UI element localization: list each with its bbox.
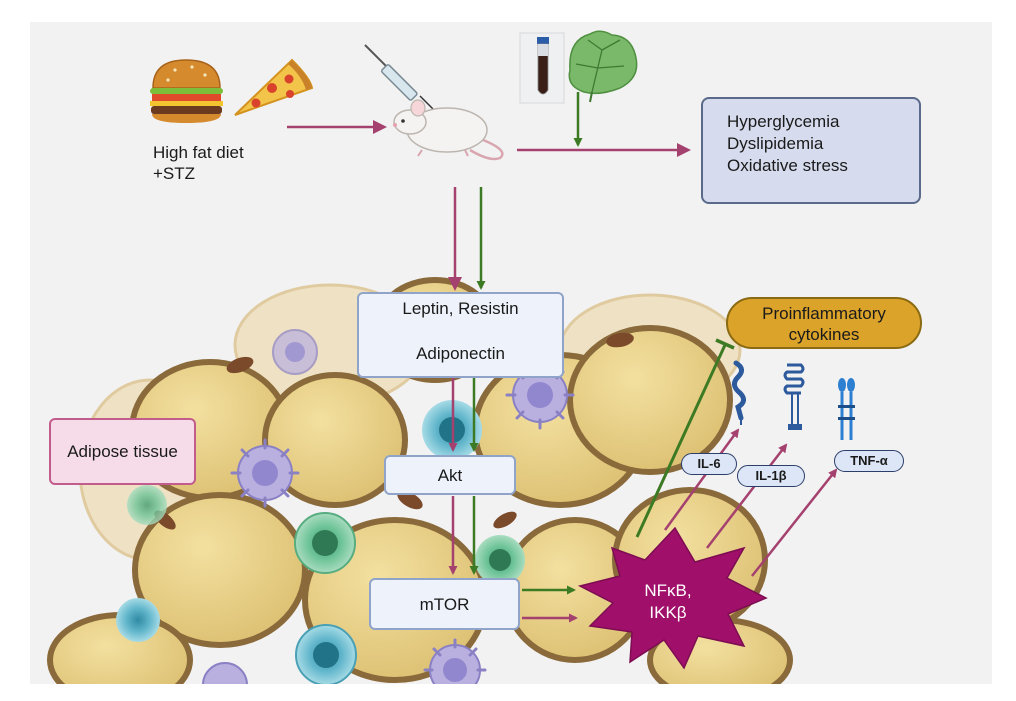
nfkb-label: NFκB, IKKβ — [636, 580, 700, 624]
akt-box: Akt — [384, 455, 516, 495]
nfkb-line-1: NFκB, — [644, 581, 692, 600]
akt-label: Akt — [437, 466, 463, 485]
adipose-tissue-label: Adipose tissue — [67, 442, 178, 461]
outcome-dyslipidemia: Dyslipidemia — [727, 134, 824, 153]
cytokines-line-2: cytokines — [788, 325, 860, 344]
sample-tube-icon — [519, 32, 565, 104]
cytokines-line-1: Proinflammatory — [762, 304, 886, 323]
diet-line-1: High fat diet — [153, 143, 244, 162]
receptor-icon — [838, 378, 855, 440]
outcome-hyperglycemia: Hyperglycemia — [727, 112, 840, 131]
outcome-list: Hyperglycemia Dyslipidemia Oxidative str… — [727, 111, 848, 177]
arrows — [287, 92, 838, 623]
cytokines-label: Proinflammatory cytokines — [728, 303, 920, 345]
leptin-resistin-label: Leptin, Resistin — [402, 299, 519, 318]
adipokines-box: Leptin, Resistin Adiponectin — [357, 292, 564, 378]
leaf-icon — [568, 30, 638, 103]
receptor-icon — [732, 360, 746, 425]
adiponectin-label: Adiponectin — [416, 344, 505, 363]
outcome-box: Hyperglycemia Dyslipidemia Oxidative str… — [701, 97, 921, 204]
pizza-icon — [234, 58, 314, 116]
diet-line-2: +STZ — [153, 164, 196, 183]
nfkb-burst — [577, 526, 768, 670]
cytokines-pill: Proinflammatory cytokines — [726, 297, 922, 349]
il6-label: IL-6 — [681, 453, 737, 475]
outcome-oxidative-stress: Oxidative stress — [727, 156, 848, 175]
adipose-tissue-box: Adipose tissue — [49, 418, 196, 485]
mtor-label: mTOR — [419, 595, 470, 614]
diet-label: High fat diet +STZ — [153, 142, 244, 184]
ikkb-line-2: IKKβ — [649, 603, 687, 622]
tnfa-label: TNF-α — [834, 450, 904, 472]
mouse-icon — [393, 99, 504, 161]
burger-icon — [150, 59, 223, 123]
receptor-icon — [783, 363, 805, 430]
mtor-box: mTOR — [369, 578, 520, 630]
il1b-label: IL-1β — [737, 465, 805, 487]
